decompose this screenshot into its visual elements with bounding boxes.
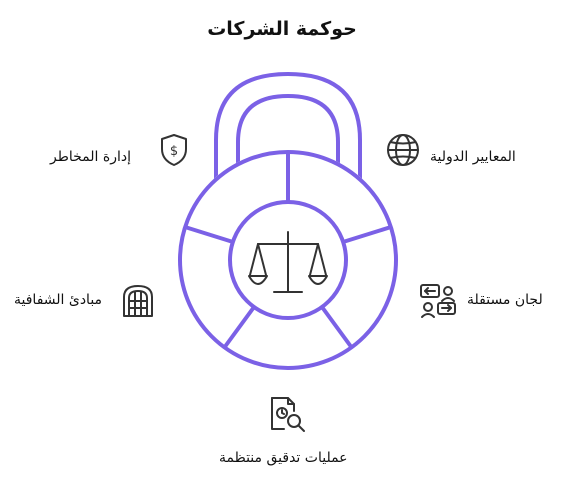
segment-divider — [184, 225, 234, 244]
discussion-icon — [420, 284, 456, 318]
svg-text:$: $ — [170, 144, 178, 159]
label-independent-committees: لجان مستقلة — [467, 292, 543, 308]
shield-dollar-icon: $ — [161, 134, 187, 166]
scales-icon — [248, 231, 328, 293]
padlock-shackle-inner — [236, 93, 340, 168]
label-international-standards: المعايير الدولية — [430, 149, 516, 165]
padlock-shackle — [214, 71, 362, 180]
segment-divider — [320, 305, 354, 350]
label-risk-management: إدارة المخاطر — [50, 149, 131, 165]
document-search-icon — [271, 397, 305, 432]
segment-divider — [342, 225, 392, 244]
label-transparency-principles: مبادئ الشفافية — [14, 292, 103, 308]
segment-divider — [222, 305, 256, 350]
window-icon — [123, 285, 153, 317]
label-regular-audits: عمليات تدقيق منتظمة — [219, 450, 348, 466]
page-title: حوكمة الشركات — [207, 18, 357, 40]
globe-icon — [387, 134, 419, 166]
